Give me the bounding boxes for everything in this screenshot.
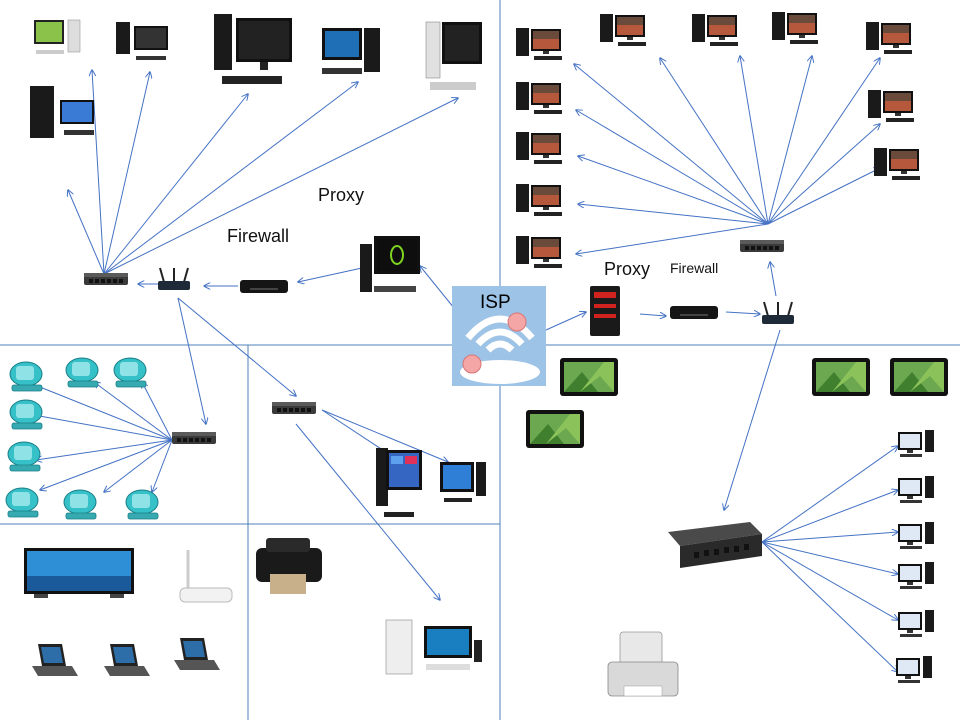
- crt-computers: [5, 357, 159, 520]
- desktop-computer-icon: [772, 12, 818, 44]
- network-switch-icon: [172, 432, 216, 444]
- crt-monitor-computer-icon: [9, 361, 43, 392]
- desktop-computer-icon: [600, 14, 646, 46]
- workstations-bottom-right: [896, 430, 934, 683]
- desktop-computer-icon: [214, 14, 292, 84]
- all-in-one-pc-icon: [376, 448, 422, 517]
- crt-monitor-computer-icon: [63, 489, 97, 520]
- laptop-icon: [32, 644, 78, 676]
- desktop-computer-icon: [896, 656, 932, 683]
- proxy-label-left: Proxy: [318, 185, 364, 205]
- network-switch-icon: [272, 402, 316, 414]
- desktop-computer-icon: [692, 14, 738, 46]
- desktop-computer-icon: [898, 430, 934, 457]
- crt-monitor-computer-icon: [65, 357, 99, 388]
- crt-monitor-computer-icon: [5, 487, 39, 518]
- desktop-computer-icon: [516, 236, 562, 268]
- wireless-router-icon: [157, 267, 191, 291]
- proxy-label-right: Proxy: [604, 259, 650, 279]
- laptop-icon: [104, 644, 150, 676]
- desktop-computer-icon: [322, 28, 380, 74]
- crt-monitor-computer-icon: [7, 441, 41, 472]
- network-switch-icon: [668, 522, 762, 568]
- tablet-icon: [890, 358, 948, 396]
- desktop-computer-icon: [516, 28, 562, 60]
- tablet-icon: [812, 358, 870, 396]
- tablet-icon: [526, 410, 584, 448]
- firewall-label-right: Firewall: [670, 260, 718, 276]
- laptop-icon: [174, 638, 220, 670]
- network-switch-icon: [84, 273, 128, 285]
- firewall-label-left: Firewall: [227, 226, 289, 246]
- isp-cloud-wifi-icon: [452, 286, 546, 386]
- desktop-computer-icon: [516, 184, 562, 216]
- speaker-desktop-icon: [385, 619, 482, 675]
- desktop-computer-icon: [34, 19, 81, 54]
- desktop-computer-icon: [516, 82, 562, 114]
- firewall-appliance-icon: [240, 280, 288, 293]
- crt-monitor-computer-icon: [9, 399, 43, 430]
- crt-monitor-computer-icon: [113, 357, 147, 388]
- isp-label: ISP: [480, 292, 511, 313]
- all-in-one-pc-icon: [440, 462, 486, 502]
- desktop-computer-icon: [898, 610, 934, 637]
- wireless-access-point-icon: [179, 550, 233, 603]
- desktop-computer-icon: [868, 90, 914, 122]
- printer-icon: [256, 538, 322, 594]
- top-right-devices: [516, 12, 920, 268]
- desktop-computer-icon: [866, 22, 912, 54]
- connection-lines: [30, 56, 898, 672]
- gaming-tower-icon: [590, 286, 620, 336]
- desktop-computer-icon: [116, 22, 168, 60]
- desktop-computer-icon: [30, 86, 94, 138]
- flat-tv-icon: [24, 548, 134, 598]
- desktop-computer-icon: [898, 562, 934, 589]
- top-left-devices: [30, 14, 482, 138]
- proxy-server-icon: [360, 236, 420, 292]
- firewall-appliance-icon: [670, 306, 718, 319]
- desktop-computer-icon: [898, 522, 934, 549]
- tablet-icon: [560, 358, 618, 396]
- printer-icon: [607, 631, 679, 697]
- desktop-computer-icon: [516, 132, 562, 164]
- network-switch-icon: [740, 240, 784, 252]
- wireless-router-icon: [761, 301, 795, 325]
- desktop-computer-icon: [874, 148, 920, 180]
- desktop-computer-icon: [425, 21, 482, 90]
- crt-monitor-computer-icon: [125, 489, 159, 520]
- desktop-computer-icon: [898, 476, 934, 503]
